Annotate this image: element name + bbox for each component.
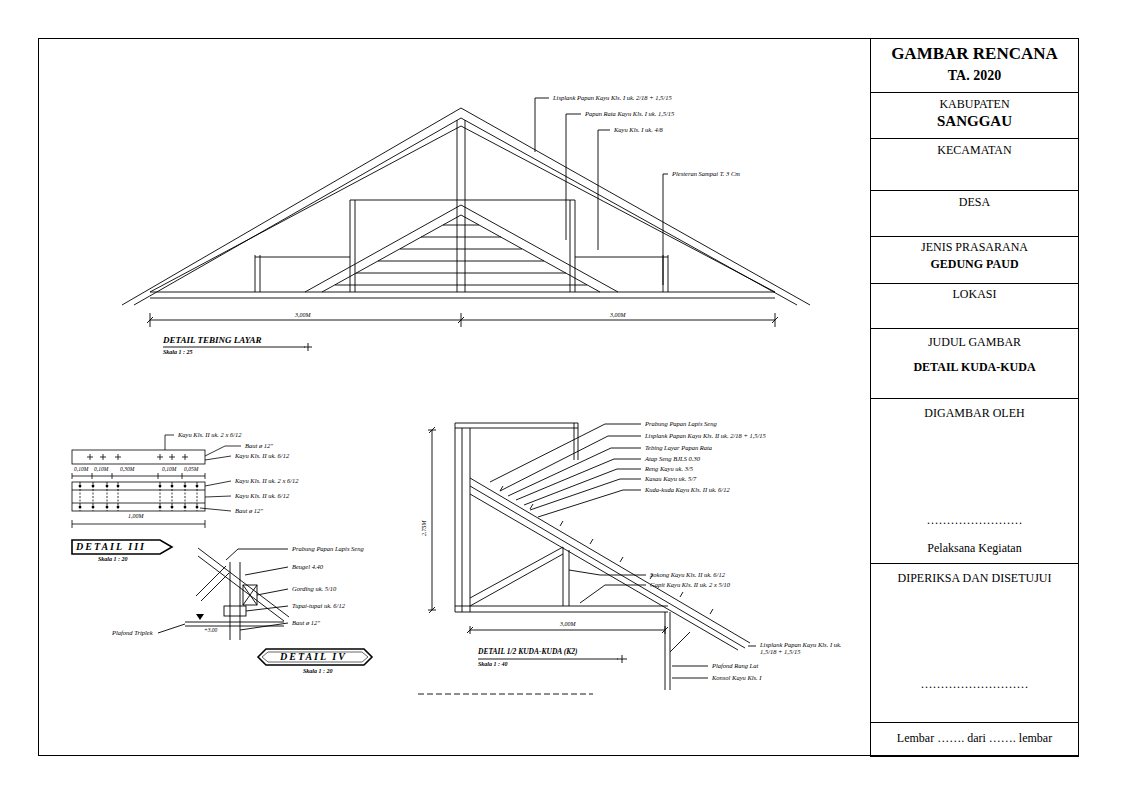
cell-text: DETAIL KUDA-KUDA <box>913 361 1035 375</box>
cell-text: GAMBAR RENCANA <box>891 44 1058 64</box>
annotation-label: Konsol Kayu Kls. I <box>712 674 761 681</box>
cell-text: SANGGAU <box>937 113 1012 130</box>
ridge-detail-4 <box>158 548 372 665</box>
cell-text: LOKASI <box>953 288 997 302</box>
annotation-label: Lisplank Papan Kayu Kls. I uk. 2/18 + 1,… <box>553 94 672 101</box>
cell-text: JUDUL GAMBAR <box>928 336 1021 350</box>
annotation-label: Gording uk. 5/10 <box>292 585 336 592</box>
title-block-cell: GAMBAR RENCANA TA. 2020 <box>870 38 1079 93</box>
title-block-cell: DIPERIKSA DAN DISETUJUI ……………………… <box>870 563 1079 723</box>
annotation-label: Tupai-tupai uk. 6/12 <box>292 602 345 609</box>
annotation-label: Beugel 4.40 <box>292 563 323 570</box>
cell-text: KECAMATAN <box>937 144 1011 158</box>
annotation-label: Baut ø 12" <box>245 442 273 449</box>
title-block-cell: KECAMATAN <box>870 138 1079 191</box>
annotation-label: Skala 1 : 25 <box>163 349 193 356</box>
annotation-label: Kayu Kls. I uk. 4/8 <box>614 126 663 133</box>
cell-text: Pelaksana Kegiatan <box>927 542 1021 556</box>
annotation-label: 0,05M <box>184 466 198 472</box>
annotation-label: Lisplank Papan Kayu Kls. II uk. 2/18 + 1… <box>645 432 766 439</box>
dimension-label: 2,75M <box>421 521 428 537</box>
annotation-label: Kayu Kls. II uk. 6/12 <box>235 492 289 499</box>
annotation-label: Baut ø 12" <box>292 619 320 626</box>
title-block-cell: DESA <box>870 190 1079 237</box>
annotation-label: Prabung Papan Lapis Seng <box>645 420 717 427</box>
title-block-cell: LOKASI <box>870 283 1079 329</box>
title-block-cell: Lembar ……. dari ……. lembar <box>870 722 1079 757</box>
truss-half-detail <box>418 423 756 694</box>
annotation-label: Lisplank Papan Kayu Kls. I uk. 1,5/18 + … <box>760 641 850 656</box>
annotation-label: 0,10M <box>74 466 88 472</box>
annotation-label: 0,30M <box>120 466 134 472</box>
annotation-label: 3,00M <box>610 312 626 319</box>
annotation-label: Atap Seng BJLS 0.30 <box>645 455 700 462</box>
annotation-label: Plesteran Sampai T. 3 Cm <box>672 170 740 177</box>
annotation-label: Kayu Kls. II uk. 6/12 <box>235 452 289 459</box>
annotation-label: Gapit Kayu Kls. II uk. 2 x 5/10 <box>650 581 730 588</box>
annotation-label: Baut ø 12" <box>235 507 263 514</box>
annotation-label: DETAIL TEBING LAYAR <box>163 335 262 345</box>
annotation-label: Kayu Kls. II uk. 2 x 6/12 <box>235 477 299 484</box>
annotation-label: 0,10M <box>94 466 108 472</box>
cell-text: TA. 2020 <box>948 68 1001 84</box>
annotation-label: Kasau Kayu uk. 5/7 <box>645 475 696 482</box>
detail-title: DETAIL IV <box>280 651 347 663</box>
level-marker <box>196 614 204 620</box>
cell-text: KABUPATEN <box>939 98 1009 112</box>
gable-drawing <box>122 98 810 351</box>
annotation-label: +3.00 <box>204 627 217 633</box>
annotation-label: Reng Kayu uk. 3/5 <box>645 465 693 472</box>
title-block-cell: JUDUL GAMBAR DETAIL KUDA-KUDA <box>870 328 1079 399</box>
annotation-label: Prabung Papan Lapis Seng <box>292 545 364 552</box>
annotation-label: 1,00M <box>128 513 144 520</box>
annotation-label: Skala 1 : 20 <box>303 668 333 675</box>
annotation-label: Skala 1 : 20 <box>98 556 128 563</box>
annotation-label: Plafond Rang Lat <box>712 662 758 669</box>
cell-text: DESA <box>959 196 990 210</box>
annotation-label: Sokong Kayu Kls. II uk. 6/12 <box>650 571 725 578</box>
title-block-cell: KABUPATENSANGGAU <box>870 92 1079 139</box>
cell-text: DIPERIKSA DAN DISETUJUI <box>897 572 1051 586</box>
cell-text: JENIS PRASARANA <box>921 241 1028 255</box>
annotation-label: 3,00M <box>560 621 576 628</box>
annotation-label: 0,10M <box>162 466 176 472</box>
annotation-label: 3,00M <box>295 312 311 319</box>
annotation-label: Plafond Triplek <box>112 629 153 636</box>
title-block-cell: JENIS PRASARANA GEDUNG PAUD <box>870 236 1079 284</box>
detail-title: DETAIL III <box>76 541 146 553</box>
title-block-cell: DIGAMBAR OLEH …………………… Pelaksana Kegiatan <box>870 398 1079 564</box>
cell-text: GEDUNG PAUD <box>930 258 1018 272</box>
sheet-frame <box>39 39 1079 756</box>
annotation-label: Kayu Kls. II uk. 2 x 6/12 <box>178 431 242 438</box>
annotation-label: Papan Rata Kayu Kls. I uk. 1,5/15 <box>585 110 674 117</box>
cell-text: …………………… <box>927 514 1023 528</box>
cell-text: DIGAMBAR OLEH <box>924 407 1024 421</box>
annotation-label: DETAIL 1/2 KUDA-KUDA (K2) <box>478 648 578 657</box>
cell-text: Lembar ……. dari ……. lembar <box>897 732 1052 746</box>
annotation-label: Skala 1 : 40 <box>478 661 508 668</box>
joint-detail-3 <box>72 435 241 554</box>
annotation-label: Tebing Layar Papan Rata <box>645 444 712 451</box>
cell-text: ……………………… <box>921 678 1029 692</box>
bolt-dots <box>79 485 199 509</box>
annotation-label: Kuda-kuda Kayu Kls. II uk. 6/12 <box>645 486 730 493</box>
